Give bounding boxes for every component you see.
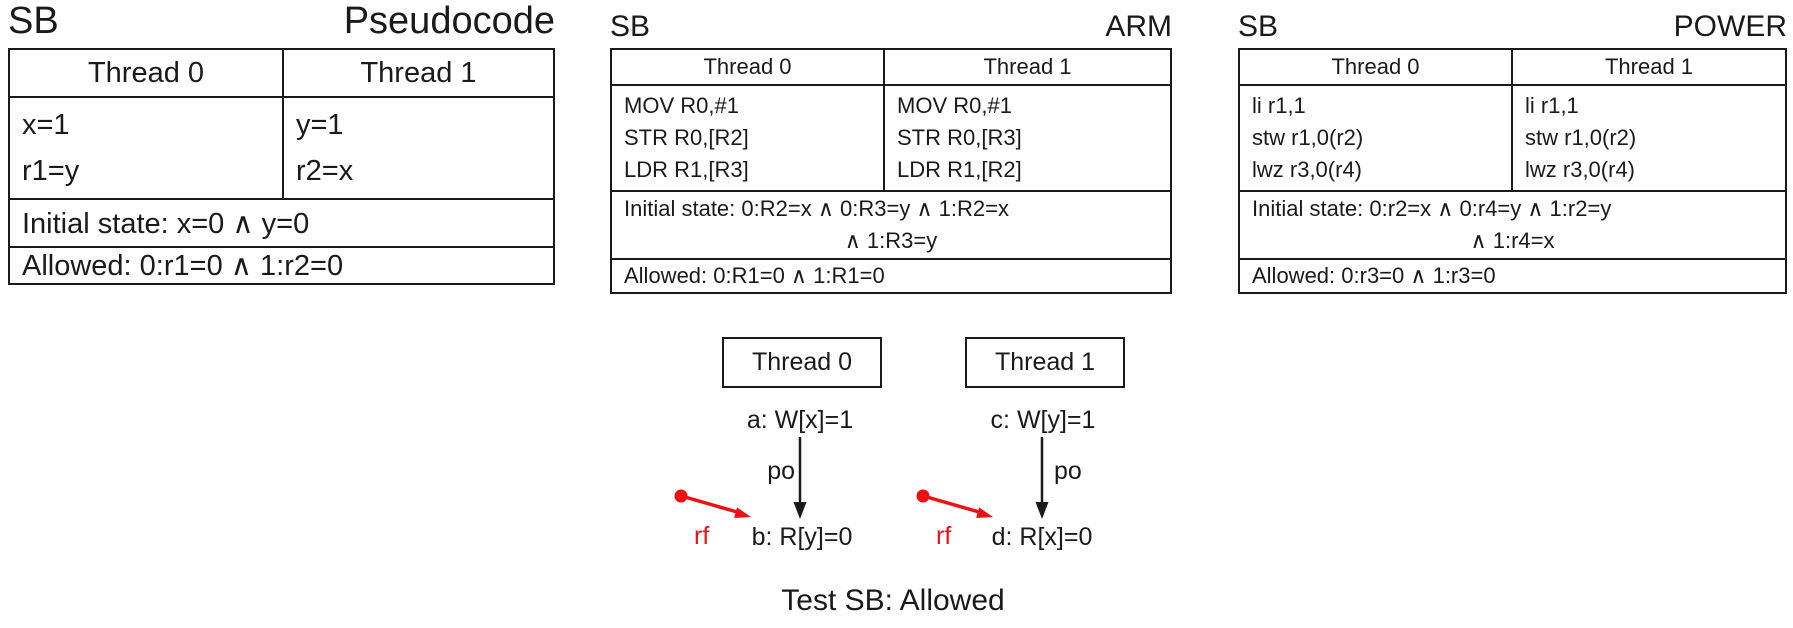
rf-arrow-thread1 (916, 489, 993, 518)
litmus-table-pseudocode: Thread 0 Thread 1 x=1 r1=y y=1 r2=x Init… (8, 48, 555, 285)
arch-label-pseudocode: Pseudocode (343, 0, 555, 42)
thread1-code-cell: MOV R0,#1 STR R0,[R3] LDR R1,[R2] (883, 84, 1172, 192)
rf-source-dot-icon (916, 489, 930, 503)
diagram-thread1-box: Thread 1 (965, 337, 1125, 388)
arm-table-titles: SB ARM (610, 12, 1172, 42)
allowed-cell: Allowed: 0:r1=0 ∧ 1:r2=0 (8, 246, 555, 285)
thread1-code-cell: li r1,1 stw r1,0(r2) lwz r3,0(r4) (1511, 84, 1787, 192)
litmus-table-power: Thread 0 Thread 1 li r1,1 stw r1,0(r2) l… (1238, 48, 1787, 294)
code-line: MOV R0,#1 (897, 93, 1012, 118)
thread1-box-label: Thread 1 (994, 348, 1096, 376)
arch-label-arm: ARM (1105, 10, 1172, 43)
code-line: x=1 (22, 109, 70, 141)
thread1-header: Thread 1 (883, 48, 1172, 86)
initial-state-cell: Initial state: 0:r2=x ∧ 0:r4=y ∧ 1:r2=y … (1238, 190, 1787, 260)
thread0-code-cell: x=1 r1=y (8, 96, 284, 200)
code-line: stw r1,0(r2) (1525, 125, 1637, 150)
thread0-box-label: Thread 0 (751, 348, 853, 376)
power-table-titles: SB POWER (1238, 12, 1787, 42)
figure-caption: Test SB: Allowed (781, 584, 1005, 617)
code-row: x=1 r1=y y=1 r2=x (8, 96, 555, 200)
code-line: lwz r3,0(r4) (1252, 157, 1363, 182)
code-line: r2=x (296, 155, 354, 187)
code-row: MOV R0,#1 STR R0,[R2] LDR R1,[R3] MOV R0… (610, 84, 1172, 192)
thread1-header: Thread 1 (282, 48, 555, 98)
rf-label-thread0: rf (694, 522, 710, 550)
rf-source-dot-icon (674, 489, 688, 503)
po-arrow-thread0 (793, 437, 807, 519)
code-line: LDR R1,[R2] (897, 157, 1022, 182)
test-name-label: SB (1238, 10, 1279, 43)
thread0-code-cell: MOV R0,#1 STR R0,[R2] LDR R1,[R3] (610, 84, 885, 192)
po-label-thread0: po (767, 457, 795, 485)
thread0-code-cell: li r1,1 stw r1,0(r2) lwz r3,0(r4) (1238, 84, 1513, 192)
diagram-thread0-box: Thread 0 (722, 337, 882, 388)
table-header-row: Thread 0 Thread 1 (610, 48, 1172, 86)
po-arrow-thread1 (1035, 437, 1049, 519)
arch-label-power: POWER (1673, 10, 1787, 43)
allowed-text: Allowed: 0:r3=0 ∧ 1:r3=0 (1252, 263, 1496, 288)
initial-state-text: Initial state: x=0 ∧ y=0 (22, 207, 310, 240)
initial-state-cell: Initial state: 0:R2=x ∧ 0:R3=y ∧ 1:R2=x … (610, 190, 1172, 260)
code-line: STR R0,[R2] (624, 125, 749, 150)
event-d-read-x: d: R[x]=0 (991, 523, 1093, 551)
test-name-label: SB (610, 10, 651, 43)
thread1-code-cell: y=1 r2=x (282, 96, 555, 200)
allowed-text: Allowed: 0:r1=0 ∧ 1:r2=0 (22, 250, 344, 282)
thread0-header: Thread 0 (8, 48, 284, 98)
code-line: lwz r3,0(r4) (1525, 157, 1636, 182)
initial-state-line1: Initial state: 0:r2=x ∧ 0:r4=y ∧ 1:r2=y (1252, 196, 1612, 221)
code-line: li r1,1 (1525, 93, 1579, 118)
initial-state-cell: Initial state: x=0 ∧ y=0 (8, 198, 555, 248)
litmus-table-arm: Thread 0 Thread 1 MOV R0,#1 STR R0,[R2] … (610, 48, 1172, 294)
initial-state-row: Initial state: 0:R2=x ∧ 0:R3=y ∧ 1:R2=x … (610, 190, 1172, 260)
initial-state-row: Initial state: 0:r2=x ∧ 0:r4=y ∧ 1:r2=y … (1238, 190, 1787, 260)
thread0-header: Thread 0 (1238, 48, 1513, 86)
rf-label-thread1: rf (936, 522, 952, 550)
thread1-header: Thread 1 (1511, 48, 1787, 86)
allowed-text: Allowed: 0:R1=0 ∧ 1:R1=0 (624, 263, 885, 288)
po-label-thread1: po (1054, 457, 1082, 485)
code-line: li r1,1 (1252, 93, 1306, 118)
allowed-cell: Allowed: 0:r3=0 ∧ 1:r3=0 (1238, 258, 1787, 294)
event-c-write-y: c: W[y]=1 (990, 406, 1096, 434)
initial-state-line2: ∧ 1:R3=y (844, 228, 938, 253)
allowed-cell: Allowed: 0:R1=0 ∧ 1:R1=0 (610, 258, 1172, 294)
code-line: LDR R1,[R3] (624, 157, 749, 182)
initial-state-line2: ∧ 1:r4=x (1470, 228, 1555, 253)
code-line: y=1 (296, 109, 344, 141)
pseudocode-table-titles: SB Pseudocode (8, 2, 555, 40)
initial-state-line1: Initial state: 0:R2=x ∧ 0:R3=y ∧ 1:R2=x (624, 196, 1009, 221)
table-header-row: Thread 0 Thread 1 (8, 48, 555, 98)
allowed-row: Allowed: 0:r3=0 ∧ 1:r3=0 (1238, 258, 1787, 294)
test-name-label: SB (8, 0, 59, 42)
event-a-write-x: a: W[x]=1 (746, 406, 854, 434)
code-line: STR R0,[R3] (897, 125, 1022, 150)
event-b-read-y: b: R[y]=0 (751, 523, 853, 551)
rf-arrow-thread0 (674, 489, 751, 518)
table-header-row: Thread 0 Thread 1 (1238, 48, 1787, 86)
code-line: MOV R0,#1 (624, 93, 739, 118)
allowed-row: Allowed: 0:r1=0 ∧ 1:r2=0 (8, 246, 555, 285)
thread0-header: Thread 0 (610, 48, 885, 86)
allowed-row: Allowed: 0:R1=0 ∧ 1:R1=0 (610, 258, 1172, 294)
code-row: li r1,1 stw r1,0(r2) lwz r3,0(r4) li r1,… (1238, 84, 1787, 192)
code-line: stw r1,0(r2) (1252, 125, 1364, 150)
initial-state-row: Initial state: x=0 ∧ y=0 (8, 198, 555, 248)
code-line: r1=y (22, 155, 80, 187)
